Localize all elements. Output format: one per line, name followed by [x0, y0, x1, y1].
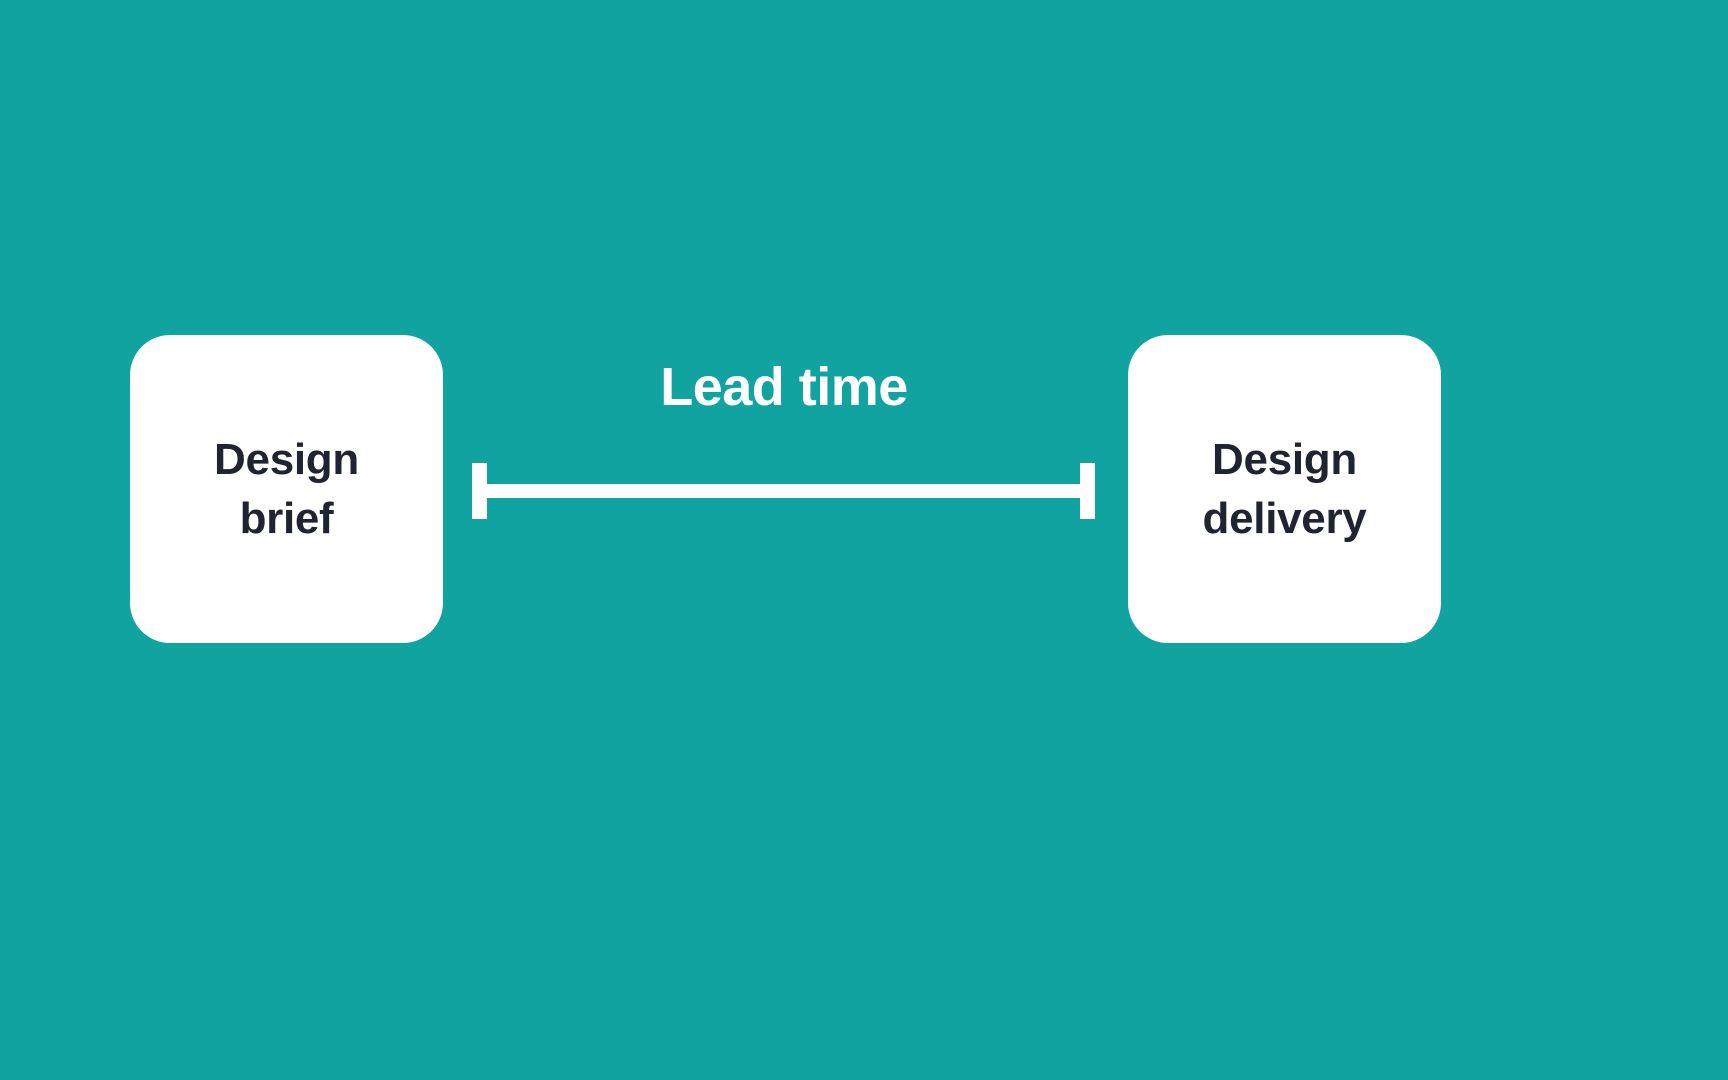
measure-end-cap-icon [1080, 463, 1095, 519]
node-design-delivery[interactable]: Design delivery [1128, 335, 1441, 643]
lead-time-measure-bar [472, 463, 1095, 519]
node-design-delivery-label: Design delivery [1202, 434, 1367, 543]
measure-start-cap-icon [472, 463, 487, 519]
node-design-brief-label: Design brief [214, 434, 359, 543]
measure-line-icon [487, 484, 1080, 498]
node-design-brief[interactable]: Design brief [130, 335, 443, 643]
lead-time-label: Lead time [660, 357, 908, 417]
